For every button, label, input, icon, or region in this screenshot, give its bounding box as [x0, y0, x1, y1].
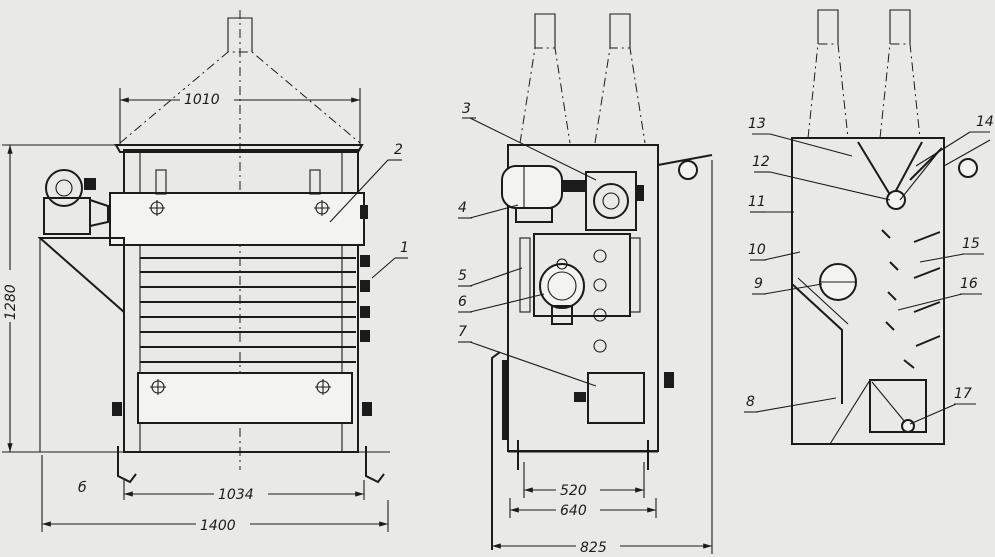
- front-top-panel: [109, 192, 365, 246]
- callout-9: 9: [754, 276, 763, 292]
- dim-base-inner: 1034: [123, 480, 365, 503]
- section-hopper: [857, 141, 923, 201]
- callout-6: 6: [458, 294, 467, 310]
- front-feet: [110, 446, 390, 484]
- front-bottom-panel: [137, 372, 353, 424]
- callout-16: 16: [960, 276, 978, 292]
- front-view: 1010 1280 1034 1400 б 1: [2, 10, 409, 534]
- side-view: 520 640 825 3 4 5 6 7: [458, 13, 713, 556]
- dim-overall-width: 1400: [41, 455, 389, 534]
- section-chute: [791, 283, 843, 404]
- side-knobs: [593, 249, 607, 353]
- panel-bolt-icon: [149, 200, 330, 216]
- callout-4: 4: [458, 200, 467, 216]
- dim-825-label: 825: [580, 540, 607, 556]
- callout-8: 8: [746, 394, 755, 410]
- dim-side-inner: 520: [523, 462, 645, 499]
- section-deflectors: [881, 229, 941, 369]
- callout-15: 15: [962, 236, 980, 252]
- front-louvers: [140, 257, 356, 363]
- callout-7: 7: [458, 324, 467, 340]
- callout-2: 2: [394, 142, 403, 158]
- callout-10: 10: [748, 242, 766, 258]
- dim-640-label: 640: [560, 503, 587, 519]
- callout-13: 13: [748, 116, 766, 132]
- callout-5: 5: [458, 268, 467, 284]
- section-view: 8 9 10 11 12 13 14 15 16 17: [744, 9, 994, 445]
- section-collector: [869, 379, 927, 433]
- front-side-knobs: [360, 205, 370, 342]
- side-bottom-box: [587, 372, 645, 424]
- dim-side-overall: 825: [492, 160, 713, 556]
- dim-height: 1280: [2, 144, 120, 453]
- dim-1034-label: 1034: [218, 487, 254, 503]
- side-motor: [501, 165, 644, 231]
- callout-1: 1: [400, 240, 409, 256]
- callout-3: 3: [462, 101, 471, 117]
- callout-11: 11: [748, 194, 766, 210]
- front-motor: [43, 169, 109, 235]
- dim-width-top: 1010: [119, 88, 361, 145]
- dim-side-mid: 640: [509, 498, 657, 519]
- side-body: [507, 144, 659, 452]
- side-porthole: [539, 258, 585, 325]
- dim-1010-label: 1010: [184, 92, 220, 108]
- section-body: [791, 137, 945, 445]
- side-chimneys: [519, 13, 646, 144]
- callout-14: 14: [976, 114, 994, 130]
- callout-17: 17: [954, 386, 972, 402]
- callout-12: 12: [752, 154, 770, 170]
- corner-mark: б: [78, 480, 87, 496]
- dim-1280-label: 1280: [3, 284, 19, 320]
- section-chimneys: [807, 9, 921, 139]
- front-bracket: [37, 237, 125, 315]
- dim-1400-label: 1400: [200, 518, 236, 534]
- dim-520-label: 520: [560, 483, 587, 499]
